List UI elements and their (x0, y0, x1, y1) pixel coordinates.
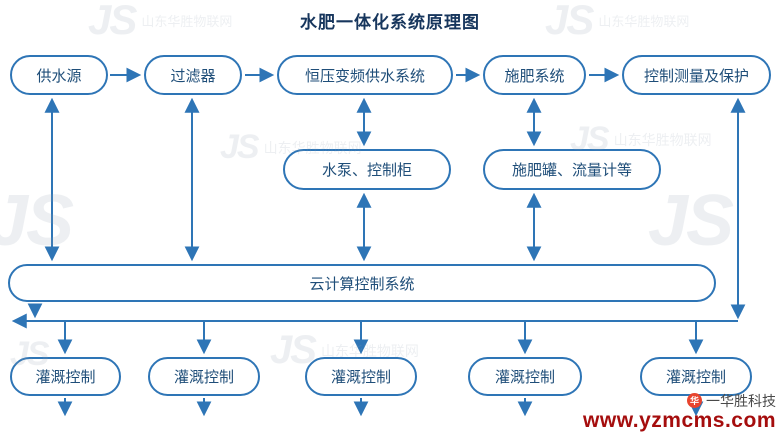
node-irrigation-control-1: 灌溉控制 (10, 357, 121, 396)
node-water-supply: 供水源 (10, 55, 108, 95)
node-pump-control-cabinet: 水泵、控制柜 (283, 149, 451, 190)
node-control-measure-protect: 控制测量及保护 (622, 55, 771, 95)
node-fertilization-system: 施肥系统 (483, 55, 586, 95)
node-irrigation-control-4: 灌溉控制 (468, 357, 582, 396)
diagram-title: 水肥一体化系统原理图 (300, 13, 480, 32)
node-irrigation-control-3: 灌溉控制 (305, 357, 417, 396)
node-filter: 过滤器 (144, 55, 242, 95)
node-constant-pressure-vfd: 恒压变频供水系统 (277, 55, 453, 95)
brand-line: 华 一华胜科技 (583, 393, 776, 409)
brand-footer: 华 一华胜科技 www.yzmcms.com (583, 393, 776, 433)
node-irrigation-control-5: 灌溉控制 (640, 357, 752, 396)
node-irrigation-control-2: 灌溉控制 (148, 357, 260, 396)
site-url: www.yzmcms.com (583, 408, 776, 432)
brand-logo-icon: 华 (687, 393, 702, 409)
node-cloud-control-system: 云计算控制系统 (8, 264, 716, 302)
brand-name: 一华胜科技 (706, 392, 776, 409)
node-fertilizer-tank-flowmeter: 施肥罐、流量计等 (483, 149, 661, 190)
